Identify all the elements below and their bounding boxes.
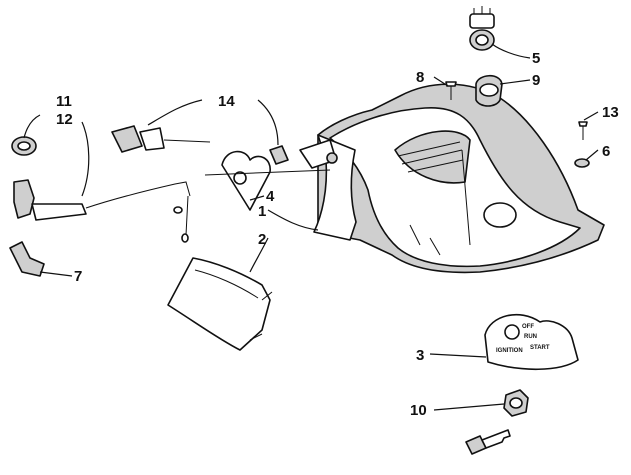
callout-14: 14 bbox=[218, 93, 235, 110]
part-ignition-plate: OFF RUN START IGNITION bbox=[484, 313, 579, 371]
part-screw-13 bbox=[578, 121, 588, 140]
part-number-callouts: 1 2 3 4 5 6 7 8 9 10 11 12 13 14 bbox=[56, 50, 619, 419]
part-heart-plate bbox=[221, 150, 271, 211]
callout-10: 10 bbox=[410, 402, 427, 419]
part-grommet bbox=[574, 158, 590, 168]
callout-1: 1 bbox=[258, 203, 266, 220]
callout-6: 6 bbox=[602, 143, 610, 160]
part-console-housing bbox=[313, 83, 605, 274]
switch-plate-off-label: OFF bbox=[522, 324, 534, 330]
switch-plate-ignition-label: IGNITION bbox=[496, 348, 523, 354]
callout-11: 11 bbox=[56, 93, 72, 110]
part-cable-assembly bbox=[13, 179, 191, 243]
part-lower-panel bbox=[167, 257, 273, 351]
part-clip bbox=[9, 241, 45, 277]
callout-3: 3 bbox=[416, 347, 424, 364]
part-ring bbox=[11, 136, 37, 156]
callout-12: 12 bbox=[56, 111, 73, 128]
callout-4: 4 bbox=[266, 188, 275, 205]
switch-plate-run-label: RUN bbox=[524, 334, 537, 340]
switch-plate-start-label: START bbox=[530, 345, 550, 351]
callout-9: 9 bbox=[532, 72, 540, 89]
callout-8: 8 bbox=[416, 69, 424, 86]
part-key-and-nut bbox=[465, 389, 529, 455]
part-ignition-cylinder bbox=[469, 6, 495, 51]
part-bezel-ring bbox=[475, 74, 503, 107]
leader-lines bbox=[23, 43, 599, 411]
callout-5: 5 bbox=[532, 50, 540, 67]
callout-7: 7 bbox=[74, 268, 82, 285]
callout-13: 13 bbox=[602, 104, 619, 121]
callout-2: 2 bbox=[258, 231, 266, 248]
part-switch-assembly bbox=[111, 125, 338, 176]
